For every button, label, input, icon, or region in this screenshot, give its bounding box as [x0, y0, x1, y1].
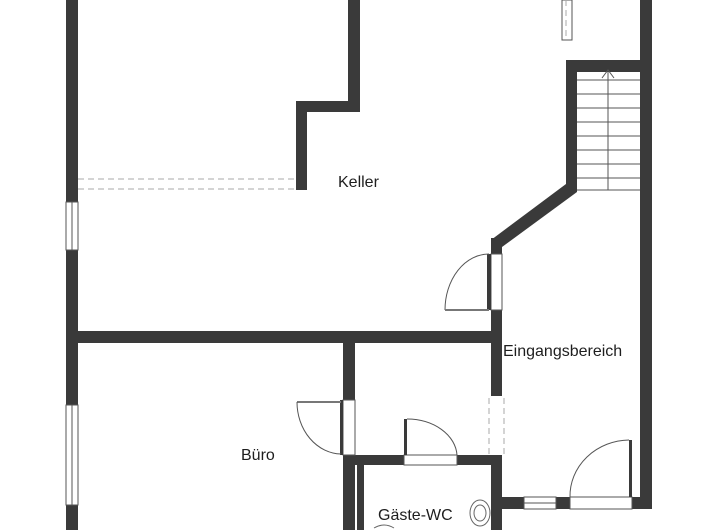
toilet-icon [469, 499, 491, 527]
doors [296, 253, 633, 510]
wall-stair-left [566, 60, 577, 192]
dashed-lines [78, 0, 567, 454]
wall-step-vertical [296, 101, 307, 190]
wall-stair-diagonal [491, 184, 577, 247]
stair-arrow-icon [601, 69, 615, 79]
wall-wc-inner-left [357, 465, 364, 530]
wall-left-lower [66, 505, 78, 530]
wall-top-center-vertical [348, 0, 360, 112]
walls [66, 0, 652, 530]
wall-entrance-bottom-mid [556, 497, 570, 509]
wall-entrance-bottom-left [502, 497, 524, 509]
wall-entrance-left-upper [491, 238, 502, 254]
wall-left-upper [66, 0, 78, 202]
room-label-keller: Keller [338, 174, 379, 191]
windows [65, 0, 573, 510]
wall-left-middle [66, 250, 78, 405]
door-entrance [569, 439, 633, 510]
door-wc [403, 418, 458, 466]
stairs [577, 69, 640, 191]
wall-step-horizontal [296, 101, 360, 112]
room-label-gaeste-wc: Gäste-WC [378, 507, 453, 524]
wall-entrance-left-mid [491, 310, 502, 396]
wall-stair-top [566, 60, 652, 72]
wall-wc-top-right [457, 455, 502, 465]
wall-buero-right-upper [343, 343, 355, 400]
wall-wc-top [343, 455, 404, 465]
wc-fixtures [373, 499, 491, 529]
wall-right-outer [640, 0, 652, 505]
wall-entrance-left-low [491, 456, 502, 530]
wall-entrance-bottom-right [632, 497, 652, 509]
wall-buero-right-lower [343, 455, 355, 530]
window-top-right [561, 0, 573, 41]
room-label-buero: Büro [241, 447, 275, 464]
sink-icon [373, 524, 395, 529]
room-label-eingangsbereich: Eingangsbereich [503, 343, 623, 360]
door-buero [296, 399, 356, 456]
wall-keller-bottom [66, 331, 502, 343]
door-keller [444, 253, 503, 311]
